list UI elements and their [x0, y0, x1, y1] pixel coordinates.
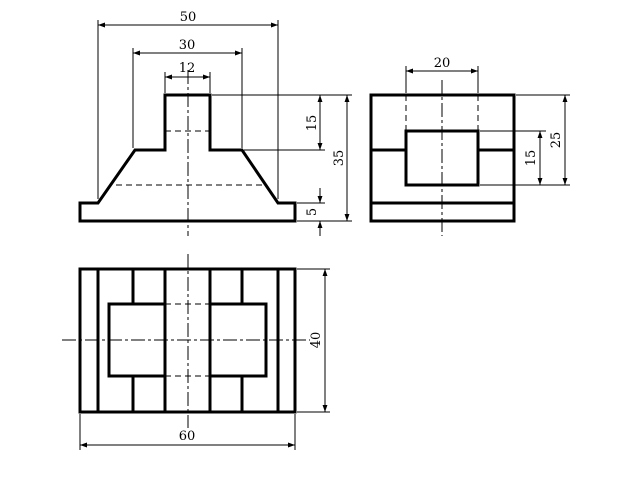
side-dimensions: 20 15 25: [405, 56, 570, 186]
dimension-label-20: 20: [434, 56, 451, 71]
dimension-label-15-side: 15: [524, 150, 539, 167]
dimension-label-30: 30: [179, 38, 196, 53]
dimension-label-5: 5: [305, 208, 320, 216]
front-view-outline: [78, 93, 297, 223]
front-vertical-dimensions: 15 35 5: [212, 94, 352, 236]
dimension-label-12: 12: [179, 61, 196, 76]
top-view: [62, 254, 310, 428]
dimension-label-15: 15: [305, 115, 320, 132]
front-horizontal-dimensions: 50 30 12: [97, 10, 279, 199]
top-dimensions: 40 60: [79, 268, 330, 450]
side-view: [369, 80, 516, 236]
dimension-label-25: 25: [549, 132, 564, 149]
dimension-label-35: 35: [332, 150, 347, 167]
dimension-label-60: 60: [179, 429, 196, 444]
dimension-label-50: 50: [180, 10, 197, 25]
dimension-label-40: 40: [309, 332, 324, 349]
front-view: [78, 70, 297, 236]
